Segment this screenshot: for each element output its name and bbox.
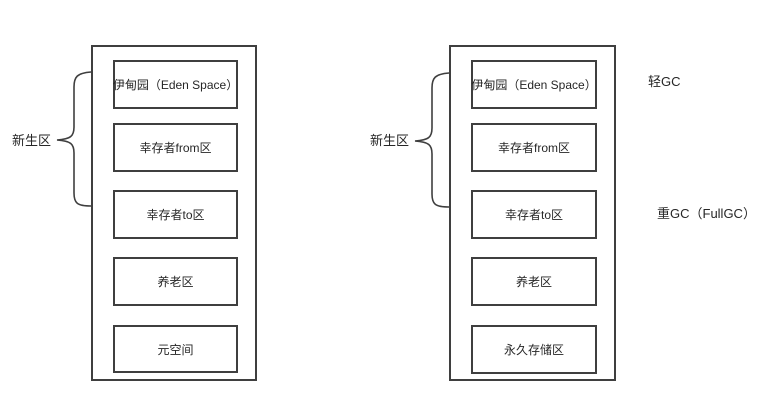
new-generation-brace-left <box>56 71 92 207</box>
new-generation-brace-right <box>414 72 450 208</box>
light-gc-label: 轻GC <box>648 74 681 89</box>
box-old-generation-right: 养老区 <box>471 257 597 306</box>
box-eden-right: 伊甸园（Eden Space） <box>471 60 597 109</box>
new-generation-label-left: 新生区 <box>12 133 52 148</box>
box-metaspace: 元空间 <box>113 325 238 373</box>
full-gc-label: 重GC（FullGC） <box>657 206 756 221</box>
box-survivor-to-left: 幸存者to区 <box>113 190 238 239</box>
box-survivor-to-right: 幸存者to区 <box>471 190 597 239</box>
box-survivor-from-right: 幸存者from区 <box>471 123 597 172</box>
box-old-generation-left: 养老区 <box>113 257 238 306</box>
box-eden-left: 伊甸园（Eden Space） <box>113 60 238 109</box>
box-survivor-from-left: 幸存者from区 <box>113 123 238 172</box>
new-generation-label-right: 新生区 <box>370 133 410 148</box>
box-permanent-storage: 永久存储区 <box>471 325 597 374</box>
